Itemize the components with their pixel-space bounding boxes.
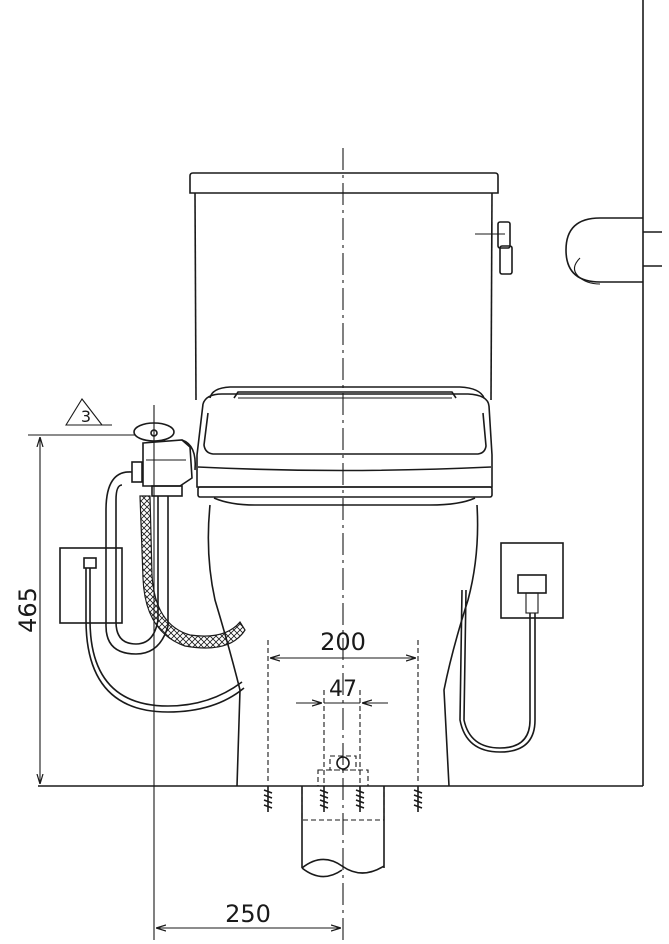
washlet-seat (196, 386, 493, 506)
dimension-pitch-label: 200 (320, 628, 366, 656)
floor-bolts (263, 786, 423, 812)
revision-mark-label: 3 (81, 407, 91, 426)
dimension-height: 465 (14, 434, 135, 784)
outlet-box-right (459, 542, 564, 753)
supply-hose-left (105, 471, 169, 655)
stop-valve-left (131, 422, 197, 497)
dimension-drain-offset-label: 47 (329, 677, 357, 702)
paper-holder (565, 217, 662, 285)
dimension-side-offset-label: 250 (225, 900, 271, 928)
flush-lever (475, 221, 513, 275)
dimension-height-label: 465 (14, 587, 42, 633)
dimension-side-offset: 250 (156, 900, 341, 928)
toilet-tank (189, 172, 499, 401)
dimension-pitch: 200 (267, 628, 419, 784)
dimension-drain-offset: 47 (296, 677, 388, 784)
outlet-box-left (59, 547, 245, 713)
toilet-bowl (207, 504, 479, 787)
braided-hose (139, 495, 246, 649)
revision-mark: 3 (65, 398, 112, 426)
